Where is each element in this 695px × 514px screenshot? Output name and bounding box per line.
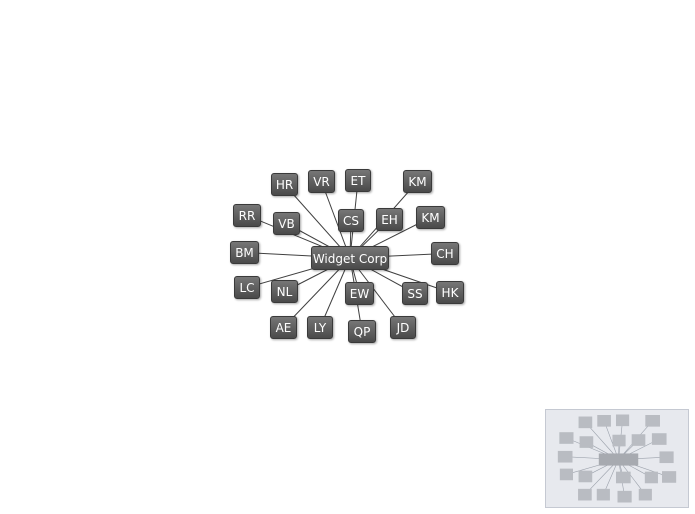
- minimap-node: [559, 432, 574, 444]
- node-km2[interactable]: KM: [416, 206, 445, 229]
- node-ss[interactable]: SS: [402, 282, 428, 305]
- center-node[interactable]: Widget Corp: [311, 246, 389, 270]
- minimap-node: [659, 451, 674, 464]
- node-et[interactable]: ET: [345, 169, 371, 192]
- node-vr[interactable]: VR: [308, 170, 335, 193]
- minimap-node: [645, 415, 660, 427]
- minimap-node: [559, 468, 573, 481]
- node-ew[interactable]: EW: [345, 282, 374, 305]
- minimap-edge: [603, 420, 619, 460]
- node-ae[interactable]: AE: [270, 316, 297, 339]
- minimap-node: [578, 470, 593, 483]
- minimap-node: [651, 433, 667, 445]
- node-jd[interactable]: JD: [390, 316, 416, 339]
- minimap-node: [638, 488, 652, 501]
- minimap-node: [596, 488, 610, 501]
- node-hk[interactable]: HK: [436, 281, 464, 304]
- minimap-node: [597, 415, 611, 427]
- minimap-node: [578, 416, 593, 429]
- node-bm[interactable]: BM: [230, 241, 259, 264]
- node-vb[interactable]: VB: [273, 212, 300, 235]
- minimap-node: [557, 450, 573, 463]
- minimap-edge: [585, 422, 619, 460]
- minimap-node: [644, 471, 658, 484]
- node-ch[interactable]: CH: [431, 242, 459, 265]
- minimap-node: [615, 471, 631, 484]
- node-lc[interactable]: LC: [234, 276, 260, 299]
- minimap-node: [631, 434, 646, 446]
- overview-minimap[interactable]: [545, 409, 689, 508]
- node-ly[interactable]: LY: [307, 316, 333, 339]
- node-qp[interactable]: QP: [348, 320, 376, 343]
- minimap-node: [612, 434, 626, 447]
- edge-center-VR: [321, 181, 351, 259]
- node-eh[interactable]: EH: [376, 208, 403, 231]
- minimap-node: [662, 471, 677, 483]
- minimap-canvas: [557, 414, 677, 503]
- minimap-node: [615, 414, 630, 427]
- minimap-node: [579, 436, 594, 448]
- node-cs[interactable]: CS: [338, 209, 364, 232]
- node-nl[interactable]: NL: [271, 280, 298, 303]
- node-hr[interactable]: HR: [271, 173, 298, 196]
- node-rr[interactable]: RR: [233, 204, 261, 227]
- node-km1[interactable]: KM: [403, 170, 432, 193]
- edge-center-HR: [284, 184, 351, 259]
- minimap-node: [598, 453, 639, 466]
- minimap-node: [578, 488, 592, 501]
- minimap-node: [617, 490, 632, 503]
